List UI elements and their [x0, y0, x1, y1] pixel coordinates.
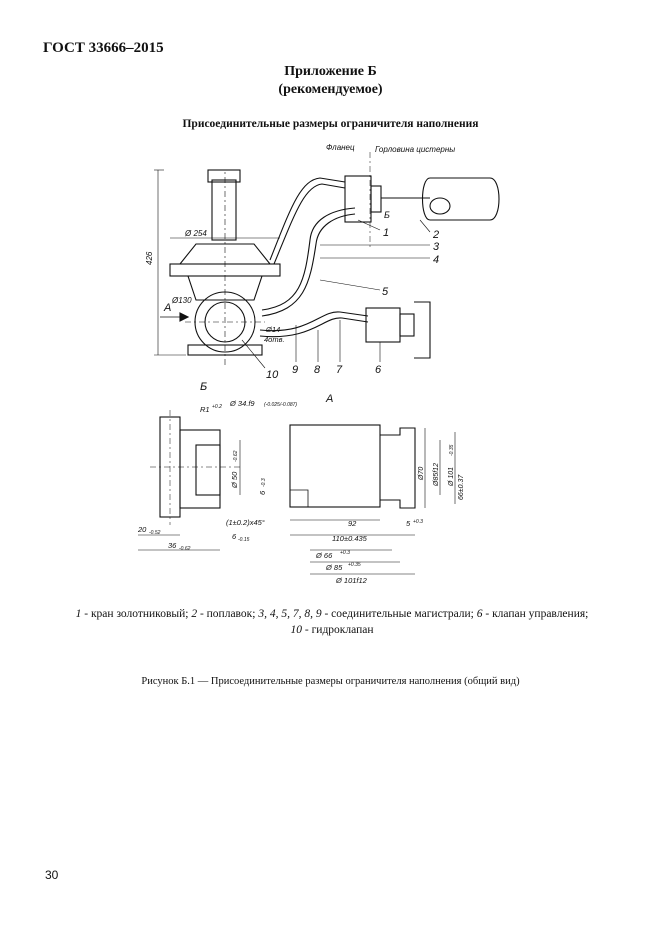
dim-66: 66±0.37 — [458, 474, 465, 500]
dim-20: 20 — [137, 525, 147, 534]
callout-9: 9 — [292, 364, 298, 376]
legend-text-10: - гидроклапан — [302, 624, 374, 636]
technical-drawing: Фланец Горловина цистерны 426 Ø 254 Ø130… — [137, 143, 500, 585]
control-valve — [365, 307, 401, 343]
callout-3: 3 — [433, 241, 440, 253]
legend-text-2: - поплавок; — [197, 608, 259, 620]
callout-6: 6 — [375, 364, 382, 376]
dim-5: 5 — [406, 519, 411, 528]
float-body — [421, 177, 500, 221]
dim-92: 92 — [348, 519, 357, 528]
callout-8: 8 — [314, 364, 321, 376]
legend-num-2: 2 — [191, 608, 198, 620]
dim-6: 6 — [232, 532, 237, 541]
dim-6-left: 6 — [258, 490, 267, 495]
svg-text:+0.3: +0.3 — [413, 519, 423, 525]
connecting-pipe-middle — [261, 207, 356, 311]
dim-d85: Ø85f12 — [433, 463, 440, 487]
dim-d101b: Ø 101f12 — [335, 576, 368, 585]
callout-10: 10 — [266, 369, 279, 381]
dim-d14: Ø14 — [265, 325, 280, 334]
legend-num-6: 6 — [476, 608, 483, 620]
dim-36: 36 — [168, 541, 177, 550]
flange-label: Фланец — [326, 143, 355, 152]
dim-d34: Ø 34.f9 — [229, 399, 255, 408]
callout-7: 7 — [336, 364, 343, 376]
view-b-marker: Б — [384, 210, 390, 220]
view-b-body — [179, 429, 221, 509]
page-number: 30 — [45, 868, 59, 882]
svg-text:-0.62: -0.62 — [179, 546, 191, 552]
svg-text:+0.2: +0.2 — [212, 404, 222, 410]
dim-d254: Ø 254 — [184, 229, 207, 238]
svg-text:+0.35: +0.35 — [348, 562, 361, 568]
callout-4: 4 — [433, 254, 439, 266]
dim-holes: 4отв. — [264, 335, 285, 344]
legend-num-3: 3, 4, 5, 7, 8, 9 — [258, 608, 322, 620]
figure-caption: Рисунок Б.1 — Присоединительные размеры … — [141, 676, 520, 687]
callout-1: 1 — [383, 227, 389, 239]
view-a-label: А — [325, 393, 333, 405]
valve-top-stem — [211, 179, 237, 241]
dim-d66: Ø 66 — [315, 551, 333, 560]
connecting-pipe-lower — [259, 311, 369, 332]
svg-text:(-0.025/-0.087): (-0.025/-0.087) — [264, 402, 297, 408]
dim-r1: R1 — [200, 405, 210, 414]
dim-d101: Ø 101 — [448, 467, 455, 487]
annex-subtitle: (рекомендуемое) — [278, 82, 383, 97]
dim-d70: Ø70 — [418, 467, 425, 481]
dim-d50: Ø 50 — [230, 471, 239, 489]
legend-text-3: - соединительные магистрали; — [321, 608, 477, 620]
valve-top-cap — [207, 169, 241, 183]
annex-title: Приложение Б — [284, 64, 377, 79]
svg-text:-0.52: -0.52 — [149, 530, 161, 536]
svg-text:-0.3: -0.3 — [261, 478, 267, 487]
svg-text:-0.62: -0.62 — [233, 450, 239, 462]
callout-5: 5 — [382, 286, 389, 298]
figure-title: Присоединительные размеры ограничителя н… — [182, 118, 479, 130]
dim-height: 426 — [145, 251, 154, 265]
callout-2: 2 — [432, 229, 439, 241]
view-a-body — [289, 424, 381, 508]
tank-neck-label: Горловина цистерны — [375, 145, 455, 154]
legend-num-10: 10 — [290, 624, 303, 636]
legend-text-1: - кран золотниковый; — [81, 608, 192, 620]
figure-legend: 1 - кран золотниковый; 2 - поплавок; 3, … — [72, 606, 592, 638]
dim-chamfer: (1±0.2)x45° — [226, 518, 265, 527]
svg-text:-0.35: -0.35 — [449, 444, 455, 456]
dim-d130: Ø130 — [171, 296, 192, 305]
legend-text-6: - клапан управления; — [482, 608, 589, 620]
valve-lower-housing — [187, 275, 263, 301]
arrow-a-label: А — [163, 302, 171, 314]
dim-d85b: Ø 85 — [325, 563, 343, 572]
svg-text:+0.3: +0.3 — [340, 550, 350, 556]
dim-110: 110±0.435 — [332, 534, 368, 543]
legend-num-1: 1 — [75, 608, 82, 620]
view-b-label: Б — [200, 381, 207, 393]
view-a-flange — [380, 427, 416, 509]
svg-text:-0.15: -0.15 — [238, 537, 250, 543]
connecting-pipe-upper — [269, 177, 346, 261]
document-code: ГОСТ 33666–2015 — [43, 40, 164, 56]
